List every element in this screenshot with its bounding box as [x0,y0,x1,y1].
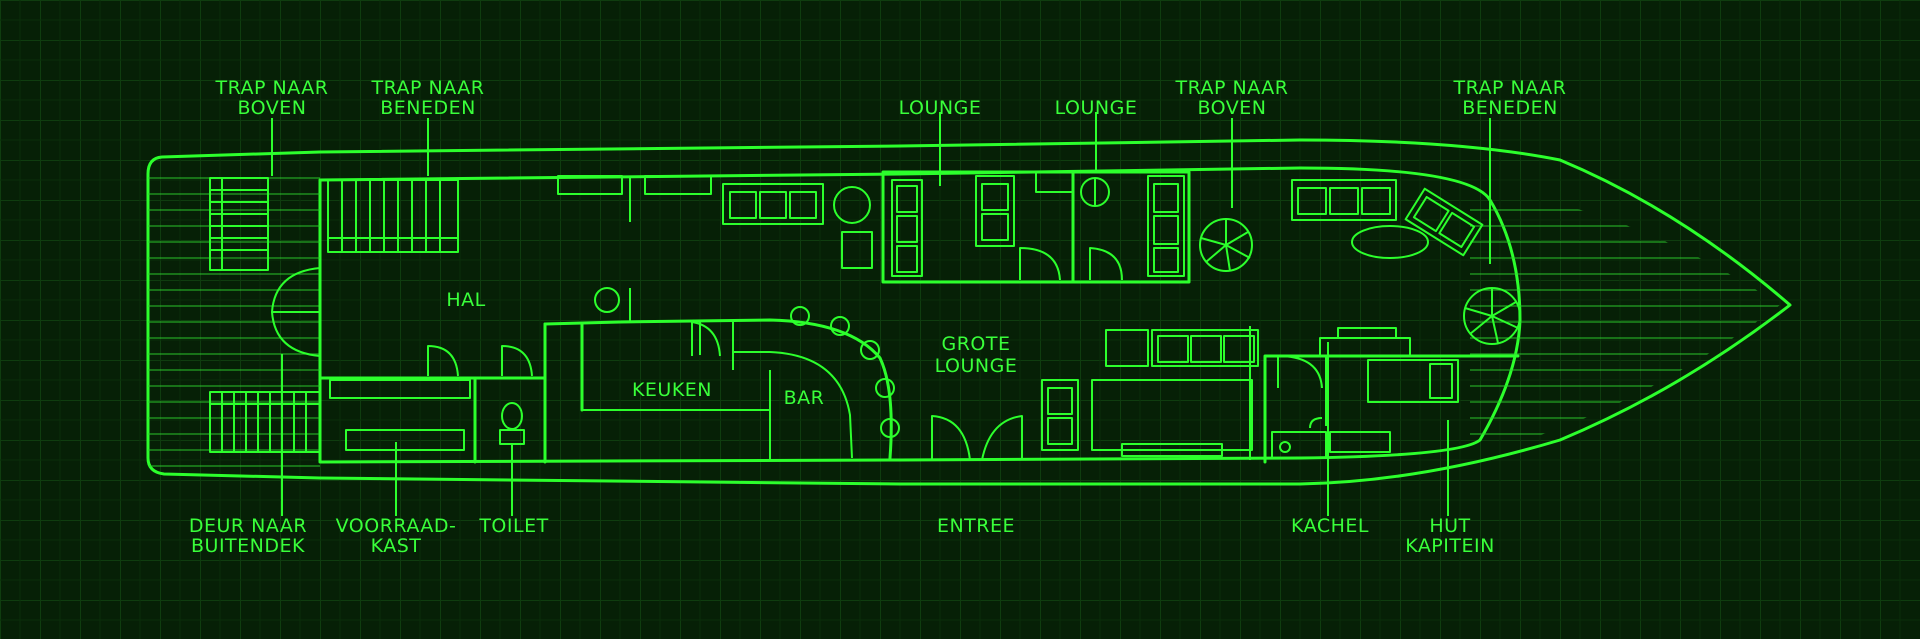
label-hal: HAL [446,289,485,311]
label-voorraadkast: VOORRAAD-KAST [336,515,457,557]
aft-deck-planks [148,177,320,467]
lounge-furniture-2 [1080,175,1185,277]
label-lounge-1: LOUNGE [899,97,982,119]
entree-double-door [931,415,1023,461]
hal-walls [318,322,547,464]
round-table-1 [833,186,871,224]
label-bar: BAR [784,387,825,409]
grote-lounge-furniture [1041,326,1259,460]
lounge-room-walls [881,170,1191,284]
forward-sofas [1291,179,1484,259]
spiral-stair-bow [1463,287,1521,345]
label-kachel: KACHEL [1291,515,1369,537]
armchair-1 [841,231,873,269]
lounge-furniture-1 [891,175,1015,277]
hull-outline [146,138,1792,486]
top-wall-cabinets [557,175,712,222]
lounge-sofa-1 [722,183,824,225]
spiral-stair-upper [1199,218,1253,272]
label-toilet: TOILET [478,515,548,537]
leader-lines [271,112,1491,516]
hal-decor [594,287,631,322]
stairs-down-aft [327,179,459,253]
label-lounge-2: LOUNGE [1055,97,1138,119]
label-keuken: KEUKEN [632,379,712,401]
stairs-up-aft [209,177,269,271]
aft-deck-door [271,260,322,364]
bar-stools [790,306,900,438]
label-entree: ENTREE [937,515,1015,537]
